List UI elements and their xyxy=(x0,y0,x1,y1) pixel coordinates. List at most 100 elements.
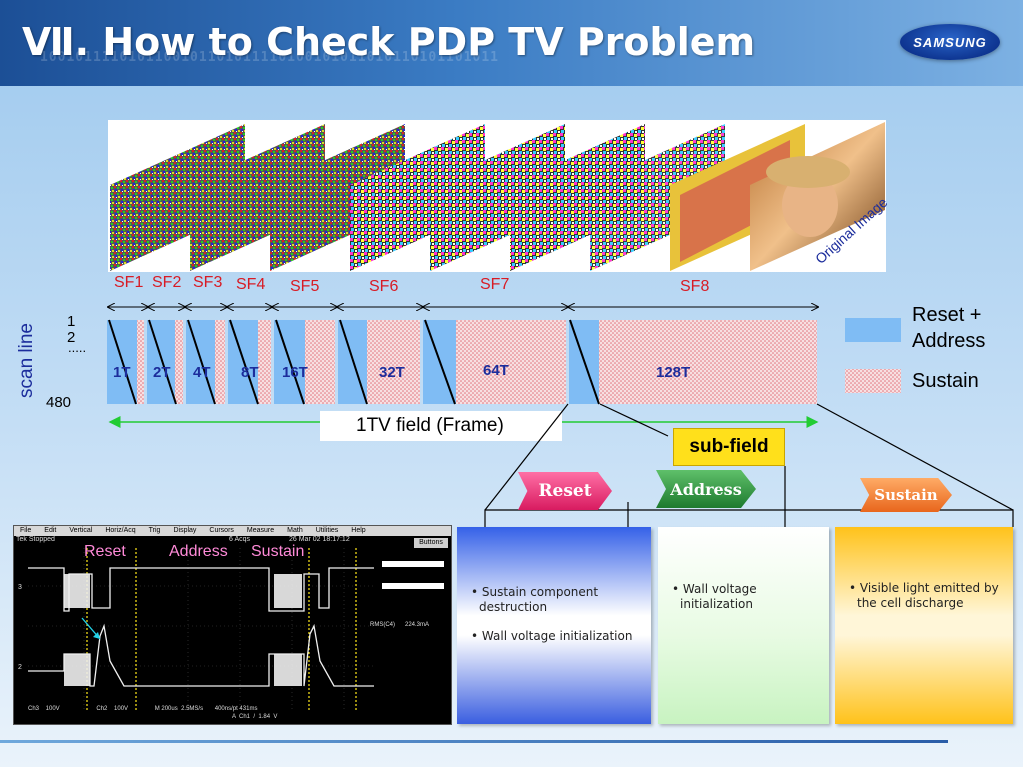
osc-menu-file[interactable]: File xyxy=(20,527,32,534)
weight-64t: 64T xyxy=(483,362,509,379)
scan-diagonals xyxy=(108,319,600,405)
weight-4t: 4T xyxy=(193,364,211,381)
reset-stage-tag: Reset xyxy=(518,472,612,510)
frame-sf2 xyxy=(190,124,325,271)
osc-phase-reset-label: Reset xyxy=(84,543,126,560)
address-stage-tag-text: Address xyxy=(670,479,742,499)
osc-menu-vertical[interactable]: Vertical xyxy=(69,527,93,534)
header-binary-pattern: 1001011110101100101101011110100101011010… xyxy=(40,50,499,65)
osc-menu-math[interactable]: Math xyxy=(287,527,303,534)
osc-menu-utilities[interactable]: Utilities xyxy=(315,527,339,534)
address-stage-box: Wall voltage initialization xyxy=(658,527,829,724)
scan-diagonal-sf6 xyxy=(339,319,368,405)
frame-sf3 xyxy=(270,124,405,271)
weight-8t: 8T xyxy=(241,364,259,381)
subfield-label: sub-field xyxy=(673,428,785,466)
oscilloscope-screenshot: File Edit Vertical Horiz/Acq Trig Displa… xyxy=(13,525,452,725)
zoom-bracket xyxy=(484,509,1014,527)
weight-128t: 128T xyxy=(656,364,691,381)
sf5-label: SF5 xyxy=(290,278,320,295)
scan-line-axis-label: scan line xyxy=(16,323,37,398)
frame-sf4 xyxy=(350,124,485,271)
original-image-face xyxy=(782,173,838,237)
header-banner: 1001011110101100101101011110100101011010… xyxy=(0,0,1023,86)
original-image-hat xyxy=(766,156,850,188)
page-title: Ⅶ. How to Check PDP TV Problem xyxy=(22,20,756,64)
osc-grid xyxy=(28,548,374,712)
legend-reset-address-swatch xyxy=(845,318,901,342)
sf4-label: SF4 xyxy=(236,276,266,293)
osc-waveforms xyxy=(14,548,451,724)
sustain-sf2 xyxy=(175,320,183,404)
osc-menu-help[interactable]: Help xyxy=(351,527,366,534)
reset-stage-tag-text: Reset xyxy=(538,481,592,501)
osc-menu-trig[interactable]: Trig xyxy=(148,527,161,534)
weight-32t: 32T xyxy=(379,364,405,381)
address-sf2 xyxy=(147,320,175,404)
reset-stage-box: Sustain component destruction Wall volta… xyxy=(457,527,651,724)
scan-diagonal-sf2 xyxy=(148,319,177,405)
sustain-sf3 xyxy=(215,320,225,404)
frame-label-box xyxy=(320,411,562,441)
sustain-stage-tag: Sustain xyxy=(860,478,952,512)
osc-menu-measure[interactable]: Measure xyxy=(246,527,275,534)
osc-bottom-panel xyxy=(14,712,451,724)
reset-item-1: Sustain component destruction xyxy=(469,585,651,615)
sf3-label: SF3 xyxy=(193,274,223,291)
sustain-sf1 xyxy=(137,320,144,404)
osc-phase-sustain-label: Sustain xyxy=(251,543,305,560)
sustain-sf6 xyxy=(367,320,420,404)
osc-rms-readout: RMS(C4) 224.3mA xyxy=(370,622,430,628)
frame-sf8-overlay xyxy=(680,140,790,262)
weight-2t: 2T xyxy=(153,364,171,381)
osc-menubar: File Edit Vertical Horiz/Acq Trig Displa… xyxy=(14,526,451,536)
scan-diagonal-sf3 xyxy=(187,319,216,405)
line-marker-2: 2 xyxy=(67,329,76,346)
address-item-1: Wall voltage initialization xyxy=(670,582,829,612)
sf7-label: SF7 xyxy=(480,276,510,293)
zoom-line-mid xyxy=(599,403,669,437)
legend-reset-address-line1: Reset + xyxy=(912,304,982,326)
osc-menu-edit[interactable]: Edit xyxy=(44,527,57,534)
frame-sf5 xyxy=(430,124,565,271)
subfield-frames xyxy=(110,122,885,271)
frame-sf6 xyxy=(510,124,645,271)
sf2-label: SF2 xyxy=(152,274,182,291)
timing-bar xyxy=(107,320,817,404)
legend-sustain-label: Sustain xyxy=(912,370,979,392)
osc-phase-markers xyxy=(86,548,357,712)
osc-status-mid: 6 Acqs xyxy=(229,536,251,543)
osc-menu-horiz[interactable]: Horiz/Acq xyxy=(105,527,136,534)
sustain-stage-box: Visible light emitted by the cell discha… xyxy=(835,527,1013,724)
reset-item-2: Wall voltage initialization xyxy=(469,629,651,644)
osc-phase-address-label: Address xyxy=(169,543,228,560)
osc-menu-display[interactable]: Display xyxy=(173,527,197,534)
sustain-sf8 xyxy=(599,320,817,404)
samsung-logo: SAMSUNG xyxy=(900,24,1000,60)
scan-diagonal-sf4 xyxy=(229,319,259,405)
footer-line xyxy=(0,740,948,743)
frame-label: 1TV field (Frame) xyxy=(356,415,504,436)
osc-upper-burst-2 xyxy=(274,574,302,608)
osc-white-bar-1 xyxy=(382,561,444,567)
osc-channel-3-marker: 3 xyxy=(18,584,22,591)
osc-menu-cursors[interactable]: Cursors xyxy=(209,527,234,534)
osc-channel-2-marker: 2 xyxy=(18,664,22,671)
sustain-item-1: Visible light emitted by the cell discha… xyxy=(847,581,1013,611)
scan-diagonal-sf1 xyxy=(108,319,137,405)
subfield-zoom-lines xyxy=(484,403,1014,527)
frame-sf7 xyxy=(590,124,725,271)
line-marker-1: 1 xyxy=(67,313,76,330)
osc-bottom-readout: Ch3 100V Ch2 100V M 200us 2.5MS/s 400ns/… xyxy=(28,706,258,712)
address-stage-tag: Address xyxy=(656,470,756,508)
weight-16t: 16T xyxy=(282,364,308,381)
legend-sustain-swatch xyxy=(845,369,901,393)
legend-reset-address-line2: Address xyxy=(912,330,986,352)
osc-buttons-button[interactable]: Buttons xyxy=(414,538,448,548)
sustain-sf7 xyxy=(456,320,566,404)
scan-diagonal-sf5 xyxy=(275,319,305,405)
osc-bottom-readout-2: A Ch1 / 1.84 V xyxy=(232,714,278,720)
osc-status-left: Tek Stopped xyxy=(16,536,55,543)
sf1-label: SF1 xyxy=(114,274,144,291)
